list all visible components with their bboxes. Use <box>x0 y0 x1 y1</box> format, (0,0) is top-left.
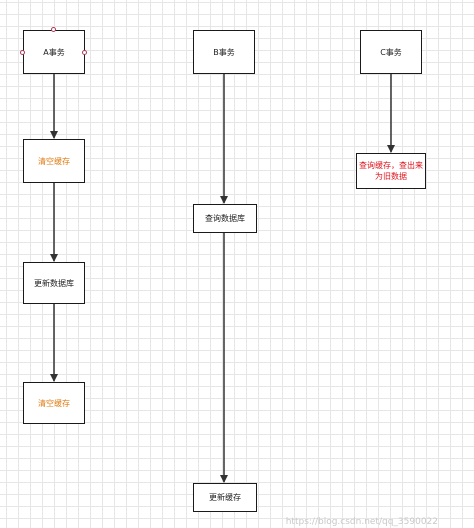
selection-handle-top[interactable] <box>51 27 56 32</box>
node-query-cache-label: 查询缓存，查出来为旧数据 <box>359 161 423 181</box>
watermark: https://blog.csdn.net/qq_3590022 <box>285 517 438 527</box>
node-query-db[interactable]: 查询数据库 <box>193 204 257 233</box>
node-clear-cache-2[interactable]: 清空缓存 <box>23 382 85 424</box>
node-update-db-label: 更新数据库 <box>34 278 74 288</box>
node-update-db[interactable]: 更新数据库 <box>23 262 85 304</box>
node-a-transaction[interactable]: A事务 <box>23 30 85 74</box>
node-c-transaction[interactable]: C事务 <box>360 30 422 74</box>
node-clear-cache-2-label: 清空缓存 <box>38 398 70 408</box>
node-b-transaction-label: B事务 <box>213 47 235 57</box>
node-update-cache[interactable]: 更新缓存 <box>193 483 257 512</box>
node-query-cache[interactable]: 查询缓存，查出来为旧数据 <box>356 153 426 189</box>
node-b-transaction[interactable]: B事务 <box>193 30 255 74</box>
node-query-db-label: 查询数据库 <box>205 214 245 223</box>
node-clear-cache-1-label: 清空缓存 <box>38 156 70 166</box>
node-c-transaction-label: C事务 <box>380 47 402 57</box>
node-a-transaction-label: A事务 <box>43 47 65 57</box>
node-clear-cache-1[interactable]: 清空缓存 <box>23 139 85 183</box>
node-update-cache-label: 更新缓存 <box>209 493 241 502</box>
selection-handle-left[interactable] <box>20 50 25 55</box>
selection-handle-right[interactable] <box>82 50 87 55</box>
